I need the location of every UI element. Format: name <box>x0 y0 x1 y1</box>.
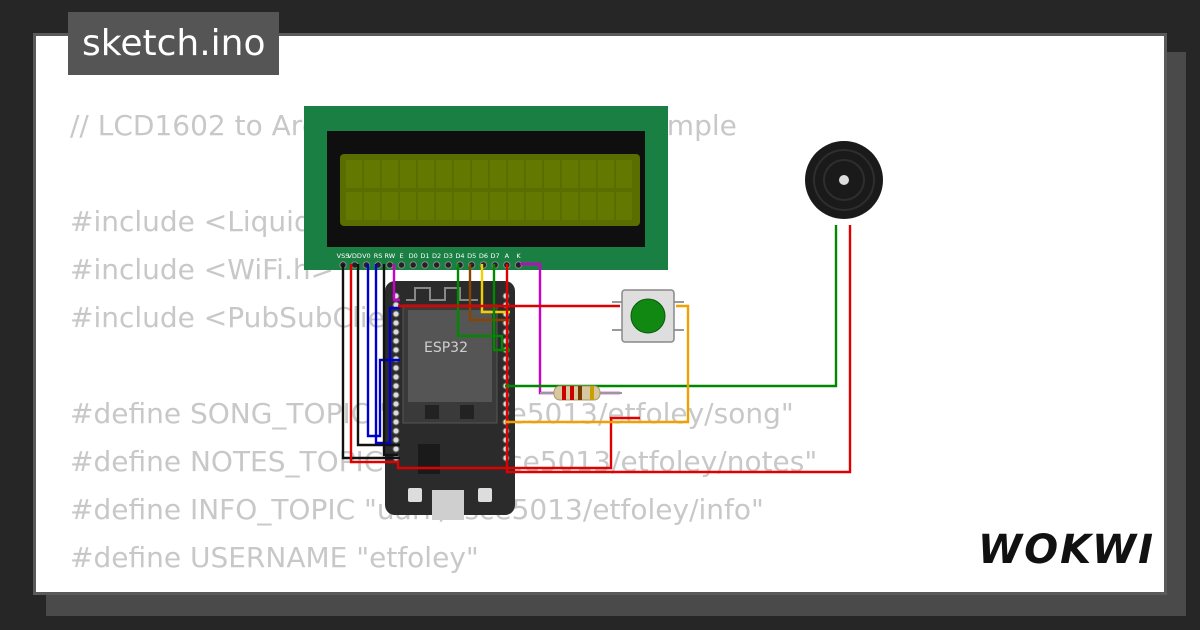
lcd-cell <box>526 192 542 220</box>
lcd-pin[interactable] <box>432 261 441 269</box>
resistor[interactable] <box>540 385 622 401</box>
lcd-pin-label: D0 <box>409 252 418 260</box>
boot-button[interactable] <box>408 488 422 502</box>
lcd-pin-label: D6 <box>479 252 488 260</box>
lcd-pin[interactable] <box>409 261 417 269</box>
lcd-pin[interactable] <box>386 261 394 269</box>
lcd-pin-label: D3 <box>444 252 453 260</box>
lcd-cell <box>580 160 596 188</box>
lcd-cell <box>454 160 470 188</box>
lcd-cell <box>382 160 398 188</box>
lcd-pin-label: VDD <box>347 252 361 260</box>
lcd-cell <box>544 192 560 220</box>
esp32-pin[interactable] <box>392 391 400 399</box>
lcd-cell <box>436 192 452 220</box>
code-line: #include <WiFi.h> <box>70 253 335 286</box>
lcd-cell <box>508 192 524 220</box>
lcd-cell <box>400 192 416 220</box>
esp32-pin[interactable] <box>392 337 400 345</box>
lcd-cell <box>508 160 524 188</box>
lcd-pin[interactable] <box>397 261 406 269</box>
lcd-pin-label: D2 <box>432 252 441 260</box>
lcd-pin-label: V0 <box>362 252 371 260</box>
lcd-cell <box>346 192 362 220</box>
lcd-cell <box>418 160 434 188</box>
lcd-cell <box>418 192 434 220</box>
esp32-pin[interactable] <box>392 373 400 381</box>
lcd-cell <box>490 160 506 188</box>
lcd-cell <box>580 192 596 220</box>
lcd-pin-label: VSS <box>337 252 350 260</box>
en-button[interactable] <box>478 488 492 502</box>
lcd-pin-label: RS <box>374 252 383 260</box>
piezo-buzzer[interactable] <box>805 141 883 219</box>
lcd-pin-label: E <box>399 252 403 260</box>
lcd-cell <box>616 160 632 188</box>
lcd-cell <box>400 160 416 188</box>
lcd-pin-label: D5 <box>467 252 476 260</box>
lcd-cell <box>364 192 380 220</box>
lcd-cell <box>346 160 362 188</box>
lcd-pin[interactable] <box>421 261 429 269</box>
lcd-pin-label: D1 <box>420 252 429 260</box>
lcd-cell <box>490 192 506 220</box>
file-tab[interactable]: sketch.ino <box>68 12 280 75</box>
lcd-pin-label: K <box>516 252 521 260</box>
lcd-pin-label: D4 <box>455 252 464 260</box>
lcd-cell <box>598 160 614 188</box>
esp32-pin[interactable] <box>392 445 400 453</box>
esp32-pin[interactable] <box>392 400 400 408</box>
lcd-cell <box>598 192 614 220</box>
lcd-pin[interactable] <box>444 261 452 269</box>
esp32-pin[interactable] <box>392 319 400 327</box>
lcd-cell <box>364 160 380 188</box>
lcd-cell <box>382 192 398 220</box>
lcd-cell <box>562 192 578 220</box>
lcd-cell <box>562 160 578 188</box>
esp32-pin[interactable] <box>392 418 400 426</box>
lcd-pin-label: D7 <box>491 252 500 260</box>
esp32-label: ESP32 <box>424 340 468 356</box>
code-line: #define USERNAME "etfoley" <box>70 541 479 574</box>
lcd-cell <box>454 192 470 220</box>
esp32-pin[interactable] <box>392 409 400 417</box>
lcd-pin-label: RW <box>384 252 395 260</box>
esp32-pin[interactable] <box>392 427 400 435</box>
lcd-character-grid <box>346 160 632 220</box>
lcd-cell <box>472 192 488 220</box>
lcd-pin-label: A <box>505 252 510 260</box>
push-button[interactable] <box>612 289 684 343</box>
lcd-cell <box>526 160 542 188</box>
esp32-pin[interactable] <box>392 382 400 390</box>
esp32-pin[interactable] <box>392 364 400 372</box>
lcd-cell <box>436 160 452 188</box>
lcd-cell <box>472 160 488 188</box>
wires <box>341 225 852 474</box>
esp32-pin[interactable] <box>392 436 400 444</box>
esp32-board[interactable]: ESP32 <box>385 281 515 520</box>
wokwi-logo: WOKWI <box>978 527 1156 573</box>
esp32-pin[interactable] <box>392 310 400 318</box>
lcd-cell <box>544 160 560 188</box>
esp32-pin[interactable] <box>392 328 400 336</box>
lcd-cell <box>616 192 632 220</box>
esp32-pin[interactable] <box>392 346 400 354</box>
